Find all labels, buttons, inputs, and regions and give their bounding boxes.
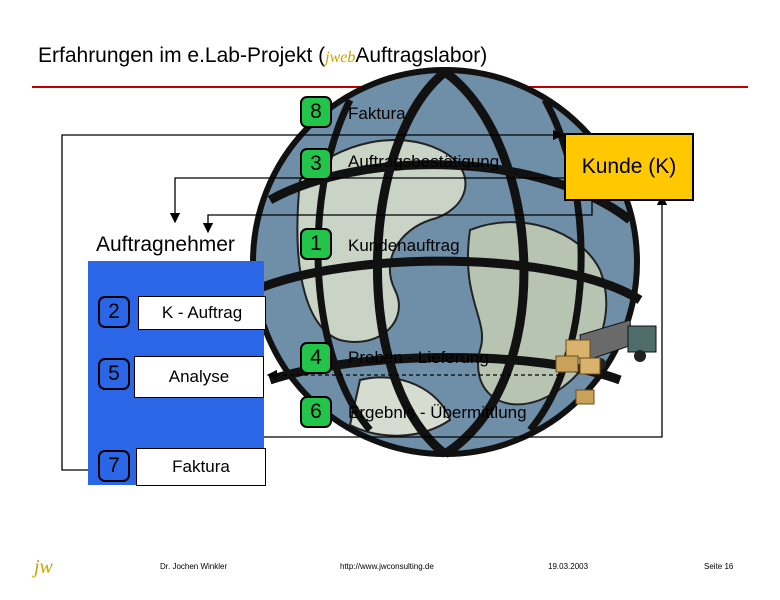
step-6-label: Ergebnis - Übermittlung <box>348 403 527 422</box>
title-prefix: Erfahrungen im e.Lab-Projekt ( <box>38 44 326 67</box>
agn-step-7-box: Faktura <box>136 448 266 486</box>
line-confirmation-to-agn <box>169 177 564 224</box>
kunde-box: Kunde (K) <box>564 133 694 201</box>
jweb-logo: jweb <box>325 49 356 66</box>
footer-date: 19.03.2003 <box>548 562 589 571</box>
footer-author: Dr. Jochen Winkler <box>160 562 228 571</box>
agn-step-2-box: K - Auftrag <box>138 296 266 330</box>
step-8-label: Faktura <box>348 104 406 123</box>
footer-page-number: Seite 16 <box>704 562 734 571</box>
step-4-number: 4 <box>300 342 332 374</box>
footer-logo: jw <box>34 556 53 578</box>
step-4-label: Proben - Lieferung <box>348 348 489 367</box>
agn-step-2-number: 2 <box>98 296 130 328</box>
line-order-to-agn <box>202 200 593 234</box>
step-1-label: Kundenauftrag <box>348 236 460 255</box>
connector-lines <box>61 129 668 471</box>
agn-step-5-number: 5 <box>98 358 130 390</box>
auftragnehmer-label: Auftragnehmer <box>96 233 235 256</box>
step-3-label: Auftragsbestätigung <box>348 152 500 171</box>
agn-step-5-box: Analyse <box>134 356 264 398</box>
globe-illustration <box>250 67 643 458</box>
step-1-number: 1 <box>300 228 332 260</box>
step-6-number: 6 <box>300 396 332 428</box>
delivery-truck-illustration <box>555 319 657 405</box>
footer-url[interactable]: http://www.jwconsulting.de <box>340 562 434 571</box>
line-result-to-kunde <box>264 194 668 438</box>
agn-step-7-number: 7 <box>98 450 130 482</box>
step-3-number: 3 <box>300 148 332 180</box>
title-suffix: Auftragslabor) <box>355 44 488 67</box>
page-title: Erfahrungen im e.Lab-Projekt (jwebAuftra… <box>38 44 487 68</box>
line-faktura-to-kunde <box>61 129 564 471</box>
step-8-number: 8 <box>300 96 332 128</box>
